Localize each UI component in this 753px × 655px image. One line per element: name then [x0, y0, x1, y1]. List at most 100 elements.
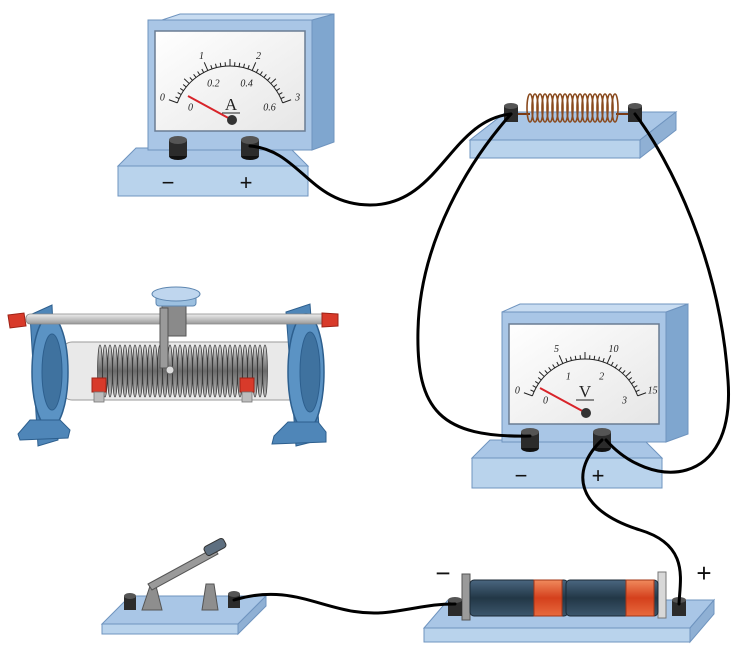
battery-cell-2 [565, 579, 659, 617]
ammeter-dial-tick [273, 84, 278, 88]
coil-turn [536, 93, 544, 123]
coil-turn [611, 93, 619, 123]
coil-turn [581, 93, 589, 123]
voltmeter-dial-outer-label: 5 [554, 344, 559, 355]
wire-ammeter-to-coil [248, 112, 513, 207]
rheostat-coil-turn [142, 344, 148, 398]
voltmeter-needle [539, 387, 587, 414]
ammeter-plus-label: + [240, 170, 253, 195]
voltmeter-base-top [470, 439, 664, 459]
ammeter-dial-tick [282, 99, 292, 104]
rheostat-right-knob[interactable] [321, 312, 339, 328]
rheostat-coil-turn [177, 344, 183, 398]
coil-turn [551, 93, 559, 123]
switch-left-terminal[interactable] [124, 593, 136, 610]
coil-turn [541, 93, 549, 123]
rheostat-coil [97, 344, 268, 398]
ammeter-dial-tick [182, 84, 187, 88]
voltmeter-face [508, 323, 660, 425]
voltmeter-dial-tick [548, 366, 552, 371]
voltmeter-body-top [501, 303, 689, 313]
switch-contact-clip [201, 583, 219, 611]
rheostat-coil-turn [132, 344, 138, 398]
coil-turn [531, 93, 539, 123]
ammeter-body-top [161, 13, 335, 21]
voltmeter-dial-tick [532, 385, 537, 389]
voltmeter-dial-tick [598, 356, 601, 361]
ammeter-dial-tick [276, 88, 281, 92]
voltmeter-dial-tick [552, 364, 556, 369]
wire-voltmeter-to-battery [581, 438, 682, 606]
rheostat-coil-turn [127, 344, 133, 398]
battery-right-holder [657, 571, 667, 619]
ammeter-dial-inner-label: 0 [188, 103, 193, 114]
rheostat-coil-turn [107, 344, 113, 398]
ammeter-dial-inner-label: 0.4 [240, 78, 253, 89]
switch-base-side [237, 594, 267, 636]
ammeter-dial-tick [210, 64, 213, 70]
battery-left-holder [461, 573, 471, 621]
voltmeter-dial-tick [610, 361, 614, 366]
battery-minus-terminal[interactable] [448, 597, 462, 616]
voltmeter-dial-tick [618, 366, 622, 371]
rheostat-coil-turn [232, 344, 238, 398]
rheostat-slider[interactable] [151, 286, 201, 375]
rheostat-coil-turn [147, 344, 153, 398]
ammeter-plus-terminal[interactable] [241, 136, 259, 160]
ammeter-minus-terminal[interactable] [169, 136, 187, 160]
coil-turn [566, 93, 574, 123]
voltmeter-dial-tick [523, 392, 533, 397]
coil-turn [576, 93, 584, 123]
coil-turn [586, 93, 594, 123]
switch-blade[interactable] [147, 537, 227, 591]
coil-turn [601, 93, 609, 123]
ammeter-dial-tick [197, 71, 201, 76]
battery-minus-label: − [435, 558, 450, 588]
ammeter-dial-inner-label: 0.6 [263, 103, 276, 114]
ammeter-dial-tick [238, 62, 241, 67]
voltmeter-dial-tick [631, 381, 636, 385]
ammeter-dial-tick [255, 68, 259, 73]
voltmeter-dial-tick [537, 377, 542, 381]
ammeter-dial-tick [270, 78, 277, 84]
voltmeter-dial-tick [606, 355, 612, 364]
rheostat-coil-turn [192, 344, 198, 398]
ammeter-dial-tick [214, 63, 217, 68]
coil-board-side [639, 110, 677, 160]
coil-turn [606, 93, 614, 123]
voltmeter-dial-tick [565, 357, 568, 363]
voltmeter-dial-tick [530, 389, 535, 393]
rheostat-coil-turn [262, 344, 268, 398]
rheostat-coil-turn [222, 344, 228, 398]
voltmeter-dial-tick [628, 377, 633, 381]
voltmeter-dial-tick [622, 370, 626, 374]
wires [232, 112, 730, 615]
rheostat-left-knob[interactable] [7, 312, 27, 329]
ammeter-dial-outer-label: 1 [199, 51, 204, 62]
ammeter-dial-tick [175, 96, 180, 100]
rheostat-coil-turn [207, 344, 213, 398]
voltmeter-minus-terminal[interactable] [521, 428, 539, 452]
rheostat-coil-turn [112, 344, 118, 398]
rheostat-coil-turn [117, 344, 123, 398]
rheostat-coil-turn [217, 344, 223, 398]
ammeter-dial-tick [247, 64, 250, 70]
ammeter-needle [187, 95, 233, 121]
ammeter-dial-outer-label: 0 [160, 92, 165, 103]
rheostat-lower-right-terminal[interactable] [239, 377, 255, 403]
voltmeter-dial-outer-label: 0 [515, 385, 520, 396]
ammeter-minus-label: − [162, 170, 175, 195]
ammeter-dial-outer-label: 2 [256, 51, 261, 62]
rheostat-right-frame [271, 303, 327, 447]
rheostat-coil-turn [122, 344, 128, 398]
ammeter-dial-tick [168, 99, 178, 104]
wire-switch-to-battery [232, 592, 457, 615]
coil-turn [556, 93, 564, 123]
ammeter-dial-inner-label: 0.2 [207, 78, 220, 89]
rheostat-lower-left-terminal[interactable] [91, 377, 107, 403]
battery-base-front [423, 627, 691, 643]
ammeter-dial-tick [203, 62, 209, 71]
